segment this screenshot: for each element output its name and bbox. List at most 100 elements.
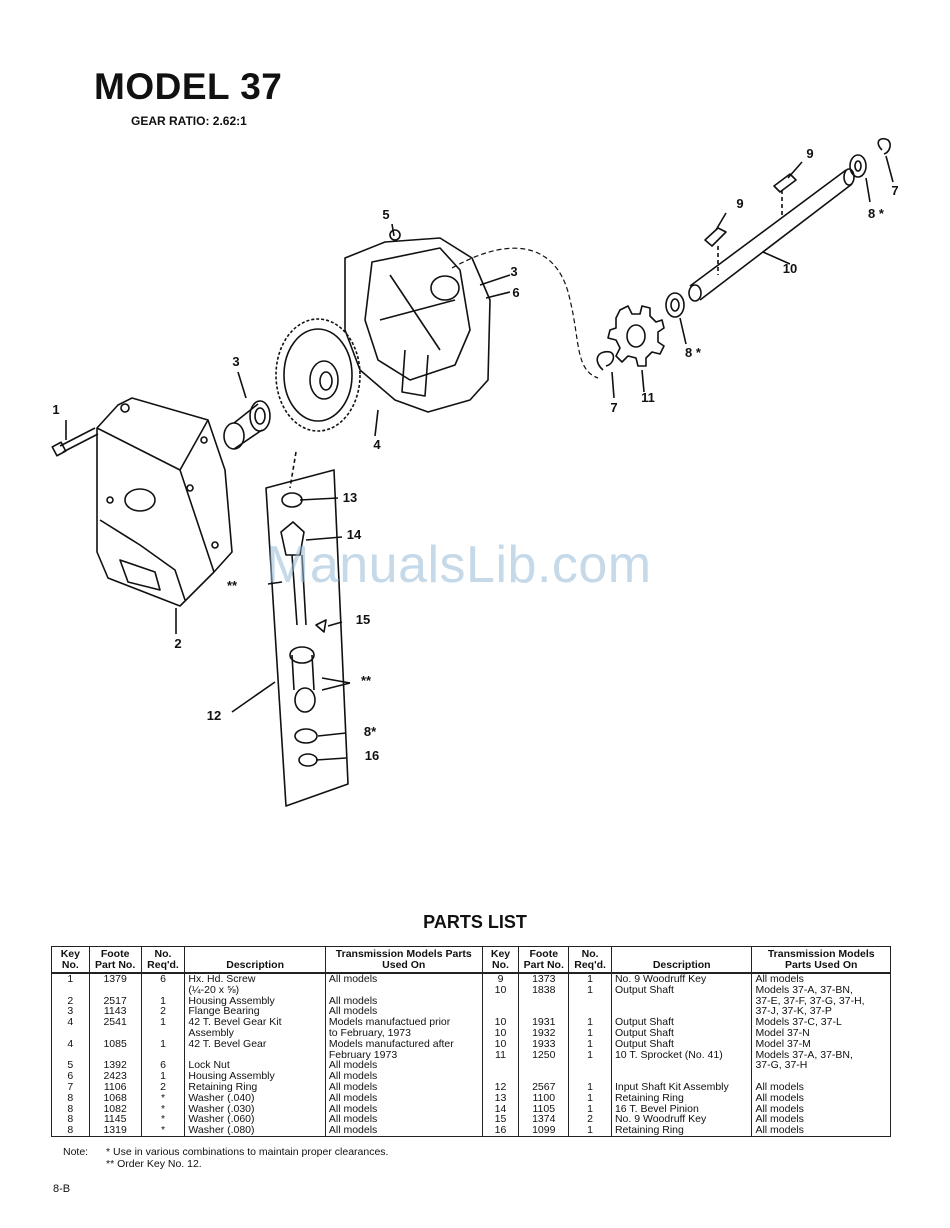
cell-key: 16 [481, 1125, 520, 1137]
cell-description [610, 995, 753, 1007]
cell-description: Washer (.040) [184, 1092, 326, 1104]
callout-double-star: ** [361, 673, 372, 688]
cell-part-no: 1933 [518, 1038, 570, 1050]
cell-req: * [140, 1125, 186, 1137]
cell-part-no: 2541 [88, 1017, 142, 1028]
bevel-gear-part [275, 318, 361, 432]
cell-models: All models [324, 1082, 483, 1093]
cell-req: 1 [140, 1017, 186, 1028]
cell-models: All models [324, 1092, 483, 1104]
cell-part-no: 2423 [88, 1071, 142, 1082]
cell-req: 6 [140, 973, 186, 985]
col-key: Key No. [481, 946, 520, 974]
cell-models: 37-G, 37-H [751, 1060, 891, 1072]
callout-2: 2 [174, 636, 181, 651]
cell-models: All models [324, 995, 483, 1007]
cell-req [140, 984, 186, 996]
cell-models: 37-J, 37-K, 37-P [751, 1006, 891, 1018]
callout-13: 13 [343, 490, 357, 505]
cell-part-no [518, 1060, 570, 1072]
cell-models: Models 37-A, 37-BN, [751, 1049, 891, 1061]
cell-models: 37-E, 37-F, 37-G, 37-H, [751, 995, 891, 1007]
note-line-1: * Use in various combinations to maintai… [106, 1146, 389, 1158]
cell-models: All models [324, 1006, 483, 1018]
callout-12: 12 [207, 708, 221, 723]
parts-table: Key No. Foote Part No. No. Req'd. Descri… [51, 946, 891, 1137]
col-req: No. Req'd. [568, 946, 612, 974]
callout-5: 5 [382, 207, 389, 222]
retaining-ring-part [596, 350, 615, 371]
cell-part-no: 2517 [88, 995, 142, 1007]
cell-models: All models [751, 1092, 891, 1104]
sprocket-part [607, 305, 665, 367]
page-number: 8-B [53, 1183, 71, 1195]
callout-double-star: ** [227, 578, 238, 593]
cell-req: 1 [568, 1125, 612, 1137]
cell-models: Model 37-M [751, 1038, 891, 1050]
cell-part-no: 1106 [88, 1082, 142, 1093]
cell-part-no: 1392 [88, 1060, 142, 1072]
input-shaft-panel [265, 451, 349, 807]
cell-key: 13 [481, 1092, 520, 1104]
table-header-row: Key No. Foote Part No. No. Req'd. Descri… [51, 946, 891, 974]
callout-8: 8 * [685, 345, 702, 360]
cell-part-no [518, 995, 570, 1007]
callout-1: 1 [52, 402, 59, 417]
cell-description: 10 T. Sprocket (No. 41) [610, 1049, 753, 1061]
notes: Note: * Use in various combinations to m… [63, 1146, 388, 1169]
note-label: Note: [63, 1146, 89, 1158]
cell-req: 1 [568, 984, 612, 996]
cell-part-no: 1838 [518, 984, 570, 996]
woodruff-key-part [704, 227, 727, 247]
cell-description: Output Shaft [610, 1038, 753, 1050]
cell-part-no: 1145 [88, 1114, 142, 1126]
col-foote: Foote Part No. [88, 946, 142, 974]
cell-part-no: 1932 [518, 1028, 570, 1039]
cell-models: All models [324, 1060, 483, 1072]
cell-req: 1 [140, 1038, 186, 1050]
cell-req: 1 [568, 1038, 612, 1050]
cell-models: All models [324, 1114, 483, 1126]
cell-models: Models 37-C, 37-L [751, 1017, 891, 1028]
cell-models: Model 37-N [751, 1028, 891, 1039]
cell-models: All models [324, 1125, 483, 1137]
cell-part-no: 1379 [88, 973, 142, 985]
cell-req [568, 1060, 612, 1072]
flange-bearing-part [223, 400, 271, 450]
cell-key [51, 984, 90, 996]
cell-req: 1 [568, 1049, 612, 1061]
housing-right-part [344, 229, 491, 413]
col-models: Transmission Models Parts Used On [751, 946, 891, 974]
cell-part-no: 1373 [518, 973, 570, 985]
housing-left-part [96, 397, 233, 607]
cell-part-no: 1099 [518, 1125, 570, 1137]
cell-models: Models manufactued prior [324, 1017, 483, 1028]
watermark: ManualsLib.com [266, 536, 652, 594]
cell-part-no [88, 1049, 142, 1061]
cell-description: Retaining Ring [610, 1125, 753, 1137]
callout-8: 8* [364, 724, 377, 739]
woodruff-key-part [773, 173, 797, 193]
note-line-2: ** Order Key No. 12. [106, 1157, 202, 1170]
cell-part-no: 1085 [88, 1038, 142, 1050]
callout-16: 16 [365, 748, 379, 763]
cell-key: 10 [481, 1038, 520, 1050]
cell-part-no: 2567 [518, 1082, 570, 1093]
parts-list-title: PARTS LIST [423, 912, 527, 932]
cell-description: Output Shaft [610, 984, 753, 996]
cell-req: * [140, 1092, 186, 1104]
col-foote: Foote Part No. [518, 946, 570, 974]
cell-part-no: 1105 [518, 1103, 570, 1115]
